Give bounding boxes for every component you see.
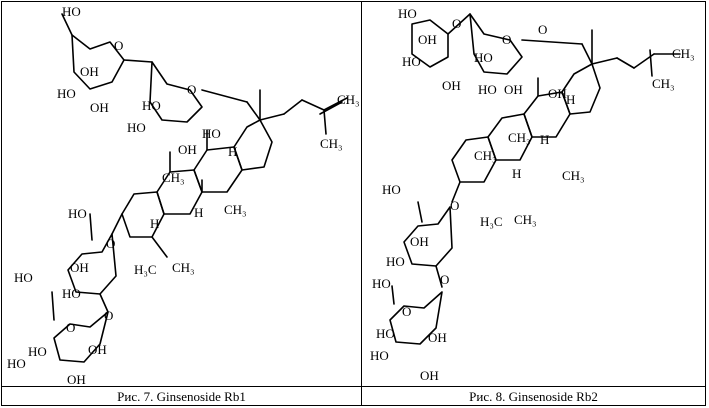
svg-text:HO: HO	[386, 254, 405, 269]
svg-text:O: O	[452, 16, 461, 31]
svg-text:OH: OH	[428, 330, 447, 345]
rb1-inner-glucose-bottom: HO O OH HO O	[62, 206, 117, 323]
svg-text:HO: HO	[68, 206, 87, 221]
svg-text:CH₃: CH₃	[172, 260, 195, 275]
svg-text:HO: HO	[127, 120, 146, 135]
svg-text:CH₃: CH₃	[508, 130, 531, 145]
svg-text:O: O	[450, 198, 459, 213]
svg-text:OH: OH	[420, 368, 439, 383]
svg-text:OH: OH	[504, 82, 523, 97]
svg-text:CH₃: CH₃	[514, 212, 537, 227]
svg-text:O: O	[66, 320, 75, 335]
rb2-side-chain: CH₃ CH₃	[581, 29, 695, 91]
svg-text:OH: OH	[70, 260, 89, 275]
caption-divider	[1, 386, 706, 387]
svg-text:CH₃: CH₃	[224, 202, 247, 217]
svg-text:H₃C: H₃C	[134, 262, 157, 277]
svg-text:CH₃: CH₃	[562, 168, 585, 183]
svg-text:CH₃: CH₃	[652, 76, 675, 91]
svg-text:HO: HO	[142, 98, 161, 113]
svg-text:HO: HO	[202, 126, 221, 141]
svg-text:OH: OH	[178, 142, 197, 157]
svg-text:HO: HO	[28, 344, 47, 359]
rb2-inner-glucose-top: O HO HO OH O	[469, 13, 583, 97]
svg-text:CH₃: CH₃	[337, 92, 360, 107]
svg-text:OH: OH	[548, 86, 567, 101]
svg-text:HO: HO	[57, 86, 76, 101]
svg-text:H: H	[540, 132, 549, 147]
svg-text:CH₃: CH₃	[474, 148, 497, 163]
structure-rb1: HO O OH HO OH O HO HO OH CH₃ CH₃	[2, 2, 361, 386]
rb2-terminal-glucose-bottom: HO O HO HO OH OH	[370, 276, 447, 383]
svg-text:HO: HO	[14, 270, 33, 285]
svg-text:OH: OH	[410, 234, 429, 249]
svg-text:HO: HO	[62, 4, 81, 19]
svg-text:HO: HO	[478, 82, 497, 97]
svg-text:HO: HO	[372, 276, 391, 291]
svg-text:HO: HO	[62, 286, 81, 301]
rb1-terminal-glucose-top: HO O OH HO OH	[57, 4, 153, 115]
rb2-inner-glucose-bottom: HO OH HO O	[382, 182, 453, 288]
svg-text:H: H	[512, 166, 521, 181]
svg-text:H: H	[566, 92, 575, 107]
rb1-dammarane-core: HO H CH₃ H CH₃ H H₃C CH₃	[111, 119, 273, 277]
svg-text:H: H	[228, 144, 237, 159]
svg-text:CH₃: CH₃	[162, 170, 185, 185]
rb1-inner-glucose-top: O HO HO OH	[127, 61, 248, 157]
svg-text:HO: HO	[382, 182, 401, 197]
rb1-terminal-glucose-bottom: HO O HO HO OH OH	[7, 270, 109, 386]
svg-text:OH: OH	[418, 32, 437, 47]
svg-text:O: O	[106, 236, 115, 251]
rb1-structure-drawing: HO O OH HO OH O HO HO OH CH₃ CH₃	[7, 4, 360, 386]
svg-text:H: H	[150, 216, 159, 231]
svg-text:HO: HO	[402, 54, 421, 69]
svg-text:OH: OH	[90, 100, 109, 115]
svg-text:H₃C: H₃C	[480, 214, 503, 229]
svg-text:CH₃: CH₃	[320, 136, 343, 151]
svg-text:O: O	[104, 308, 113, 323]
svg-text:HO: HO	[398, 6, 417, 21]
svg-text:OH: OH	[442, 78, 461, 93]
svg-text:O: O	[440, 272, 449, 287]
caption-rb1: Рис. 7. Ginsenoside Rb1	[117, 388, 246, 404]
structure-rb2: HO OH HO OH O O HO HO OH O CH₃ CH₃	[362, 2, 705, 386]
svg-text:O: O	[187, 82, 196, 97]
caption-rb2: Рис. 8. Ginsenoside Rb2	[469, 388, 598, 404]
rb2-arabinose: HO OH HO OH O	[398, 6, 471, 93]
svg-text:HO: HO	[7, 356, 26, 371]
rb1-side-chain: CH₃ CH₃	[246, 89, 360, 151]
svg-text:OH: OH	[80, 64, 99, 79]
svg-text:O: O	[114, 38, 123, 53]
svg-text:CH₃: CH₃	[672, 46, 695, 61]
svg-text:HO: HO	[370, 348, 389, 363]
column-divider	[361, 1, 362, 406]
svg-text:O: O	[502, 32, 511, 47]
svg-text:OH: OH	[88, 342, 107, 357]
svg-text:H: H	[194, 205, 203, 220]
svg-text:O: O	[402, 304, 411, 319]
svg-text:HO: HO	[474, 50, 493, 65]
svg-text:HO: HO	[376, 326, 395, 341]
rb2-dammarane-core: OH H CH₃ H CH₃ CH₃ H H₃C CH₃ O	[450, 63, 601, 229]
rb2-structure-drawing: HO OH HO OH O O HO HO OH O CH₃ CH₃	[370, 6, 695, 383]
svg-text:O: O	[538, 22, 547, 37]
svg-text:OH: OH	[67, 372, 86, 386]
